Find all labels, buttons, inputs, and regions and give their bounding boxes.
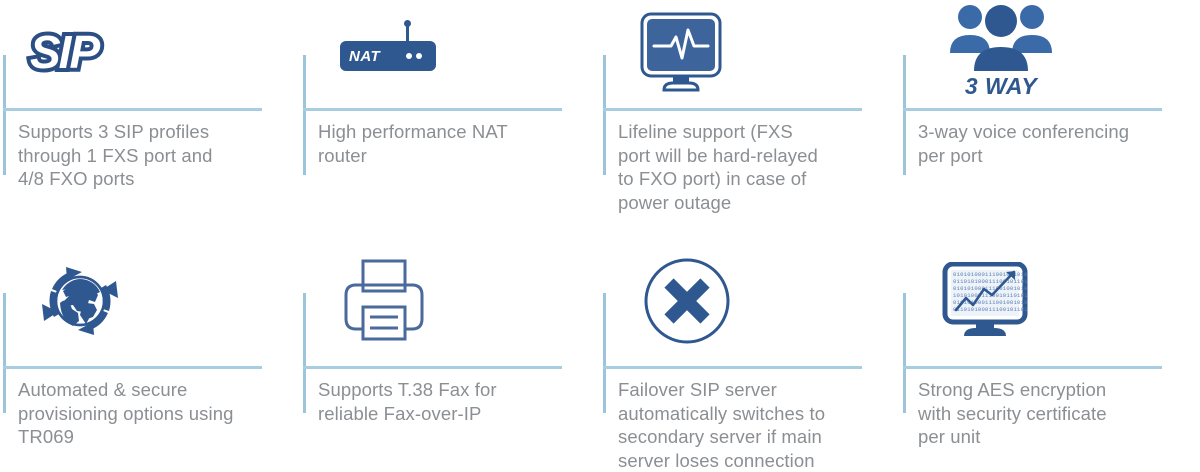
monitor-binary-chart-icon: 010101000111001001010 011010100011100101… bbox=[918, 235, 1178, 366]
svg-text:010101000111001001010: 010101000111001001010 bbox=[953, 271, 1028, 278]
monitor-binary-chart-glyph: 010101000111001001010 011010100011100101… bbox=[942, 261, 1028, 336]
sip-logo-icon: SIP bbox=[18, 0, 278, 108]
horizontal-rule bbox=[903, 108, 1162, 111]
horizontal-rule bbox=[603, 108, 862, 111]
horizontal-rule bbox=[3, 108, 262, 111]
horizontal-rule bbox=[903, 366, 1162, 369]
globe-refresh-glyph bbox=[42, 266, 118, 335]
led-dots-icon bbox=[406, 53, 422, 59]
feature-card-three-way-conferencing: 3 WAY 3-way voice conferencing per port bbox=[900, 0, 1200, 235]
svg-text:011010100011100101101: 011010100011100101101 bbox=[953, 278, 1028, 285]
nat-label: NAT bbox=[349, 47, 381, 65]
vertical-rule bbox=[603, 55, 606, 175]
feature-card-sip-profiles: SIP Supports 3 SIP profiles through 1 FX… bbox=[0, 0, 300, 235]
svg-text:010101000111001001010: 010101000111001001010 bbox=[953, 285, 1028, 292]
three-way-label: 3 WAY bbox=[964, 72, 1038, 99]
vertical-rule bbox=[3, 293, 6, 413]
monitor-pulse-icon bbox=[618, 0, 878, 108]
horizontal-rule bbox=[303, 108, 562, 111]
feature-caption: Failover SIP server automatically switch… bbox=[618, 379, 826, 471]
feature-card-failover-sip-server: Failover SIP server automatically switch… bbox=[600, 235, 900, 471]
vertical-rule bbox=[303, 293, 306, 413]
feature-caption: 3-way voice conferencing per port bbox=[918, 121, 1130, 166]
horizontal-rule bbox=[303, 366, 562, 369]
svg-text:011010100011100101101: 011010100011100101101 bbox=[953, 306, 1028, 313]
feature-card-t38-fax: Supports T.38 Fax for reliable Fax-over-… bbox=[300, 235, 600, 469]
feature-caption: Supports 3 SIP profiles through 1 FXS po… bbox=[18, 121, 213, 189]
feature-caption: High performance NAT router bbox=[318, 121, 508, 166]
feature-card-auto-provisioning: Automated & secure provisioning options … bbox=[0, 235, 300, 469]
vertical-rule bbox=[303, 55, 306, 175]
vertical-rule bbox=[903, 55, 906, 175]
three-people-icon: 3 WAY bbox=[918, 0, 1178, 108]
vertical-rule bbox=[3, 55, 6, 175]
printer-fax-glyph bbox=[344, 259, 424, 340]
feature-card-aes-encryption: 010101000111001001010 011010100011100101… bbox=[900, 235, 1200, 469]
sip-logo-label: SIP bbox=[28, 26, 101, 78]
svg-text:010101000111001001010: 010101000111001001010 bbox=[953, 299, 1028, 306]
feature-caption: Lifeline support (FXS port will be hard-… bbox=[618, 121, 818, 213]
printer-fax-icon bbox=[318, 235, 578, 366]
vertical-rule bbox=[603, 293, 606, 413]
nat-router-icon: NAT bbox=[318, 0, 578, 108]
globe-refresh-icon bbox=[18, 235, 278, 366]
horizontal-rule bbox=[3, 366, 262, 369]
circle-x-glyph bbox=[644, 258, 730, 343]
vertical-rule bbox=[903, 293, 906, 413]
svg-text:101010001110010110101: 101010001110010110101 bbox=[953, 292, 1028, 299]
feature-card-lifeline-support: Lifeline support (FXS port will be hard-… bbox=[600, 0, 900, 235]
feature-caption: Supports T.38 Fax for reliable Fax-over-… bbox=[318, 379, 497, 424]
monitor-pulse-glyph bbox=[640, 12, 722, 92]
horizontal-rule bbox=[603, 366, 862, 369]
feature-caption: Automated & secure provisioning options … bbox=[18, 379, 234, 447]
circle-x-icon bbox=[618, 235, 878, 366]
antenna-icon bbox=[404, 20, 411, 43]
three-people-glyph bbox=[950, 4, 1052, 71]
feature-caption: Strong AES encryption with security cert… bbox=[918, 379, 1107, 447]
feature-card-nat-router: NAT High performance NAT router bbox=[300, 0, 600, 235]
